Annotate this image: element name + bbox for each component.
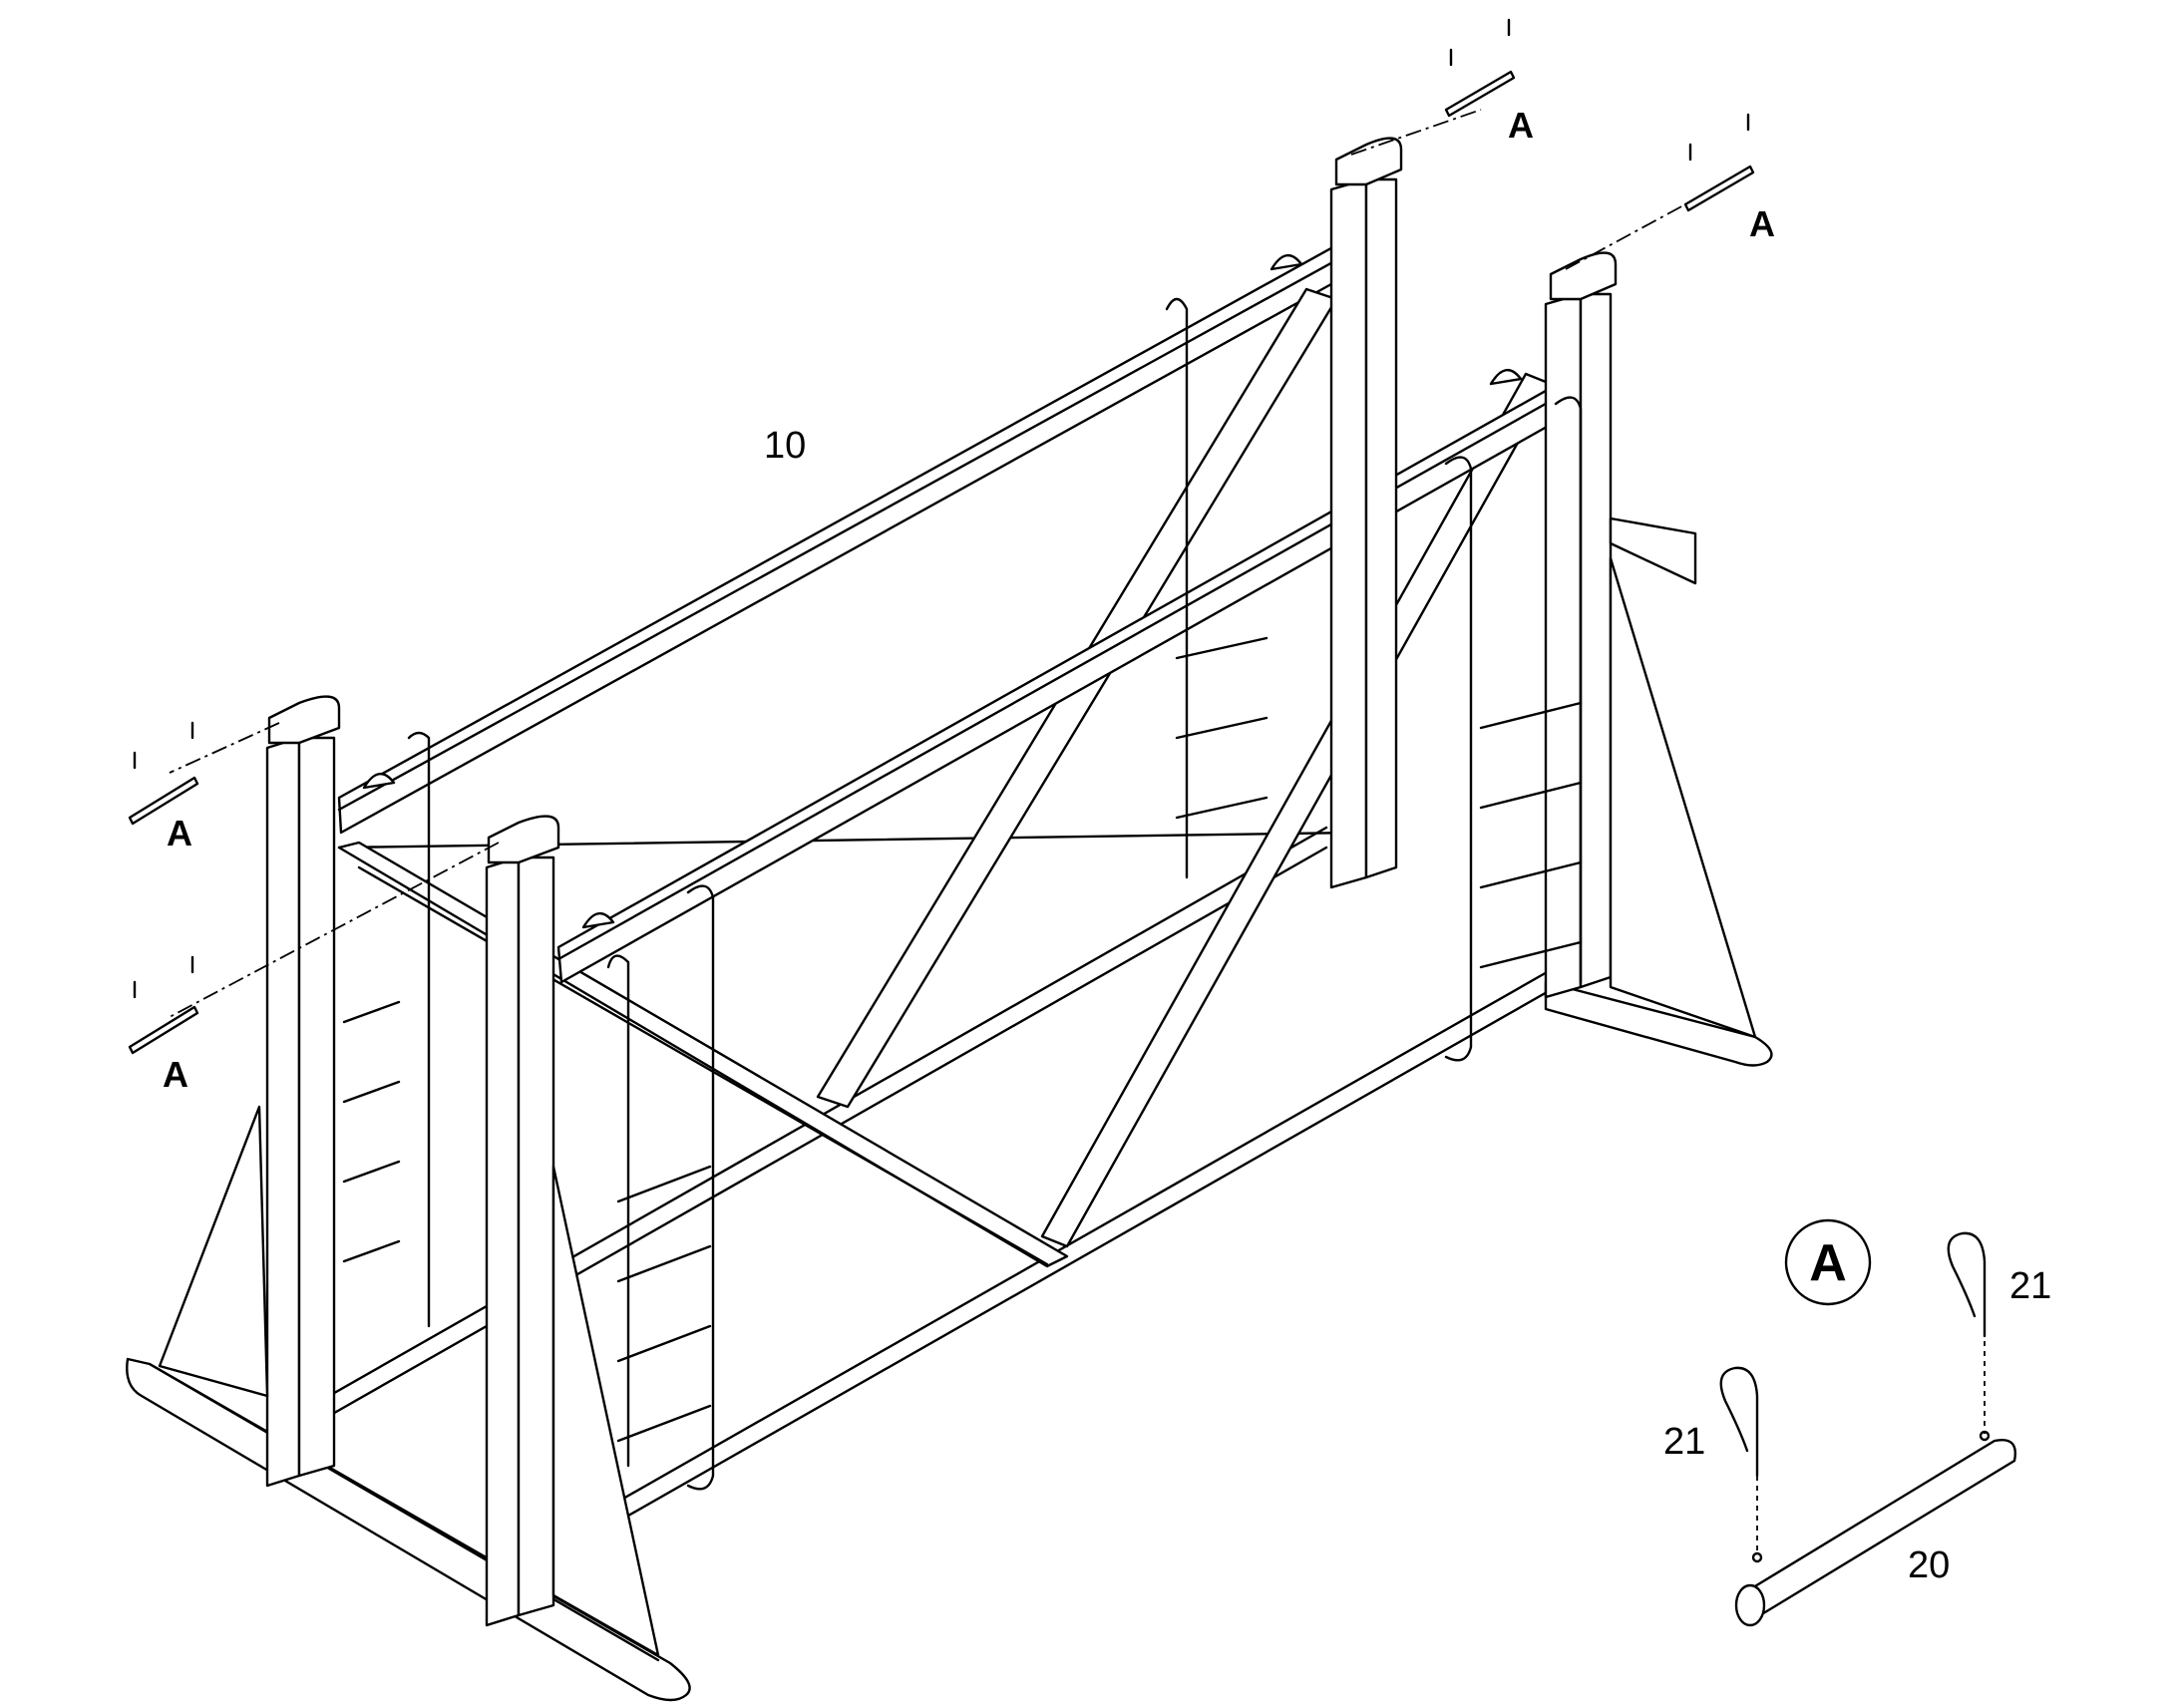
- pin-set-a-2: [128, 955, 199, 1055]
- pin-axis-rear-right: [1350, 109, 1482, 156]
- callout-pin-20: 20: [1908, 1544, 1950, 1586]
- callout-clip-21-left: 21: [1663, 1421, 1705, 1463]
- callout-clip-21-right: 21: [2009, 1265, 2051, 1307]
- pin-axis-front-right: [1565, 203, 1686, 270]
- pin-set-label-a-4: A: [1749, 203, 1775, 244]
- post-rear-left: [265, 695, 341, 1488]
- pin-set-a-4: [1683, 113, 1755, 212]
- post-rear-right: [1329, 137, 1403, 889]
- gussets: [158, 516, 1757, 1657]
- ladder-rear-right: [1165, 297, 1269, 879]
- pin-20: [1734, 1430, 2016, 1627]
- detail-a-marker-label: A: [1809, 1234, 1847, 1292]
- lifting-lugs: [362, 254, 1523, 929]
- detail-a-marker-circle: [1784, 1218, 1872, 1306]
- pin-axis-front-left: [169, 842, 500, 1018]
- r-clip-21-right: [1947, 1231, 1987, 1338]
- pin-set-label-a-3: A: [1508, 105, 1534, 146]
- pin-set-label-a-1: A: [167, 813, 192, 854]
- pin-axis-rear-left: [169, 722, 280, 774]
- ladder-front-left: [606, 884, 715, 1491]
- ladder-rear-left: [342, 731, 431, 1328]
- top-rail-rear: [337, 232, 1360, 835]
- pin-set-a-1: [128, 721, 199, 826]
- post-front-right: [1544, 251, 1618, 999]
- post-front-left: [485, 815, 560, 1627]
- detail-a: [1719, 1218, 2016, 1627]
- ladder-front-right: [1444, 396, 1583, 1062]
- loading-rack-frame: [126, 109, 1773, 1702]
- pin-set-a-3: [1444, 18, 1516, 118]
- r-clip-21-left: [1719, 1366, 1759, 1478]
- base-skid-right: [1544, 980, 1773, 1067]
- callout-frame-10: 10: [764, 425, 806, 467]
- pin-set-label-a-2: A: [163, 1054, 188, 1095]
